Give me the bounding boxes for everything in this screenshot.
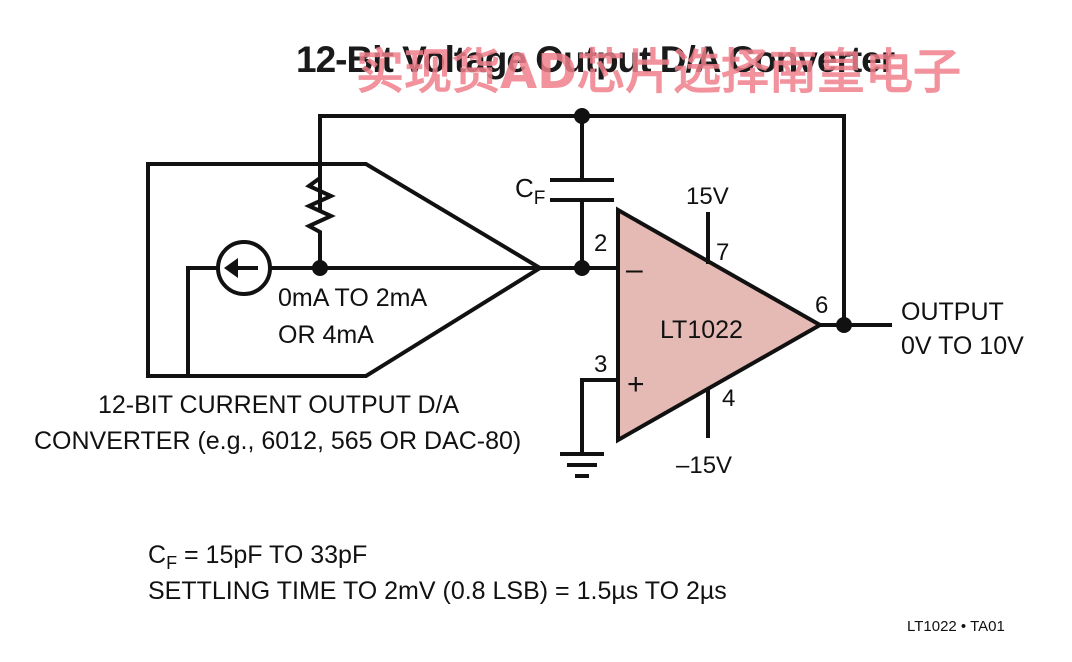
figure-id: LT1022 • TA01 xyxy=(907,618,1005,635)
output-label-line2: 0V TO 10V xyxy=(901,332,1024,360)
supply-negative-label: –15V xyxy=(676,452,732,479)
opamp-plus-sign: + xyxy=(627,368,645,401)
current-source-arrow-icon xyxy=(224,258,238,278)
junction-dot-summing xyxy=(574,260,590,276)
watermark-text: 实现货AD芯片选择南皇电子 xyxy=(356,44,961,100)
pin-4-label: 4 xyxy=(722,385,735,412)
opamp-minus-sign: – xyxy=(626,253,643,286)
junction-dot-top xyxy=(574,108,590,124)
note-settling-time: SETTLING TIME TO 2mV (0.8 LSB) = 1.5µs T… xyxy=(148,577,727,605)
opamp-body xyxy=(616,206,825,444)
non-inverting-input-wire xyxy=(580,378,620,454)
current-range-line2: OR 4mA xyxy=(278,321,374,349)
note-cf-value: CF = 15pF TO 33pF xyxy=(148,541,367,573)
dac-label-line2: CONVERTER (e.g., 6012, 565 OR DAC-80) xyxy=(34,427,521,455)
cf-label: CF xyxy=(515,173,545,209)
supply-positive-label: 15V xyxy=(686,183,729,210)
feedback-resistor xyxy=(304,164,336,270)
opamp-label: LT1022 xyxy=(660,316,743,344)
junction-dot-resistor xyxy=(312,260,328,276)
dac-block xyxy=(146,162,544,378)
dac-label-line1: 12-BIT CURRENT OUTPUT D/A xyxy=(98,391,459,419)
pin-6-label: 6 xyxy=(815,292,828,319)
pin-3-label: 3 xyxy=(594,351,607,378)
current-range-line1: 0mA TO 2mA xyxy=(278,284,427,312)
diagram-title: 12-Bit Voltage Output D/A Converter xyxy=(296,39,895,80)
output-label-line1: OUTPUT xyxy=(901,298,1004,326)
current-source-return-wire xyxy=(186,266,220,378)
pin-2-label: 2 xyxy=(594,230,607,257)
pin-7-label: 7 xyxy=(716,239,729,266)
